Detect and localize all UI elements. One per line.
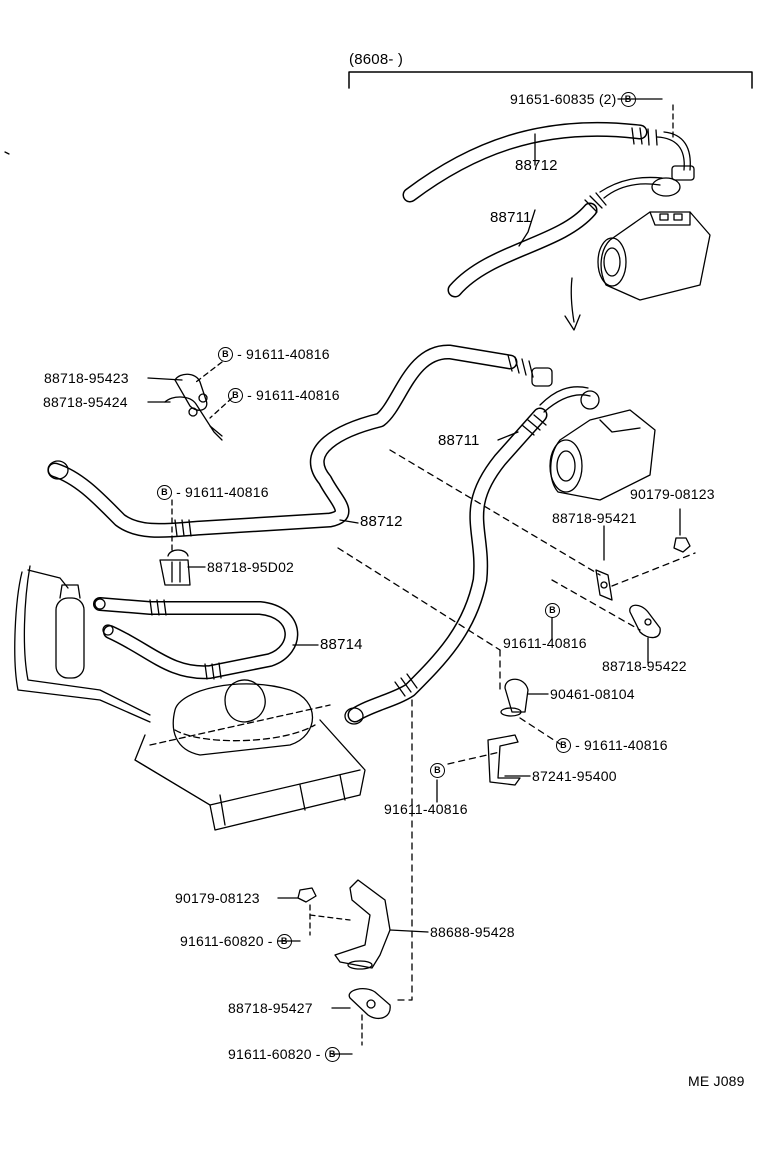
part-label-88688-95428[interactable]: 88688-95428 <box>430 924 515 940</box>
part-label-88711-top[interactable]: 88711 <box>490 209 532 226</box>
bracket-87241-95400 <box>487 734 521 786</box>
part-label-90179-08123-a[interactable]: 90179-08123 <box>630 486 715 502</box>
nut-90179-08123-b <box>297 887 317 903</box>
part-label-91611-60820-a[interactable]: 91611-60820 - B <box>180 933 292 950</box>
part-label-91651-60835[interactable]: 91651-60835 (2) B <box>510 91 636 108</box>
bolt-marker-icon: B <box>556 737 571 753</box>
clamp-88718-95422 <box>629 604 661 639</box>
bolt-marker-icon: B <box>324 1046 340 1062</box>
bolt-marker-icon: B <box>276 933 292 949</box>
part-label-88718-95427[interactable]: 88718-95427 <box>228 1000 313 1016</box>
evaporator-unit <box>134 679 366 831</box>
part-label-91611-40816-c[interactable]: B - 91611-40816 <box>157 484 269 501</box>
bracket-88688-95428 <box>334 879 391 970</box>
bolt-marker-f: B <box>430 762 445 779</box>
flow-arrow <box>564 277 581 331</box>
clamp-88718-95421 <box>595 569 613 601</box>
receiver-drier <box>14 565 151 723</box>
range-bracket <box>348 71 753 89</box>
top-hose-88712 <box>402 121 695 203</box>
clamp-88718-95D02 <box>159 549 191 586</box>
part-label-91611-40816-b[interactable]: B - 91611-40816 <box>228 387 340 404</box>
diagram-code: ME J089 <box>688 1073 745 1089</box>
bolt-marker-icon: B <box>228 387 243 403</box>
year-range-label: (8608- ) <box>349 51 404 68</box>
bolt-marker-icon: B <box>620 91 636 107</box>
part-label-87241-95400[interactable]: 87241-95400 <box>532 768 617 784</box>
bolt-marker-d: B <box>545 602 560 619</box>
bolt-marker-icon: B <box>157 484 172 500</box>
clamp-88718-95427 <box>348 988 391 1019</box>
hose-88711 <box>344 386 600 725</box>
hose-88712 <box>47 344 553 538</box>
clamp-88718-95423-95424 <box>164 373 223 441</box>
bolt-marker-icon: B <box>218 346 233 362</box>
top-hose-88711 <box>447 176 681 298</box>
part-label-88712-mid[interactable]: 88712 <box>360 513 403 530</box>
part-label-88718-95D02[interactable]: 88718-95D02 <box>207 559 295 575</box>
part-label-88718-95423[interactable]: 88718-95423 <box>44 370 129 386</box>
part-label-88714[interactable]: 88714 <box>320 636 363 653</box>
part-label-88712-top[interactable]: 88712 <box>515 157 558 174</box>
bolt-marker-icon: B <box>430 762 445 778</box>
part-label-90179-08123-b[interactable]: 90179-08123 <box>175 890 260 906</box>
part-label-88711-mid[interactable]: 88711 <box>438 432 480 449</box>
part-label-88718-95421[interactable]: 88718-95421 <box>552 510 637 526</box>
top-compressor <box>597 211 711 301</box>
part-label-91611-60820-b[interactable]: 91611-60820 - B <box>228 1046 340 1063</box>
compressor-mid <box>549 409 656 501</box>
part-label-91611-40816-d[interactable]: 91611-40816 <box>503 635 587 651</box>
bolt-marker-icon: B <box>545 602 560 618</box>
part-label-88718-95424[interactable]: 88718-95424 <box>43 394 128 410</box>
part-label-91611-40816-f[interactable]: 91611-40816 <box>384 801 468 817</box>
part-label-91611-40816-e[interactable]: B - 91611-40816 <box>556 737 668 754</box>
part-label-91611-40816-a[interactable]: B - 91611-40816 <box>218 346 330 363</box>
hose-88714 <box>93 597 299 680</box>
bolt-90179-08123-a <box>673 537 691 553</box>
part-label-88718-95422[interactable]: 88718-95422 <box>602 658 687 674</box>
clamp-90461-08104 <box>500 678 529 717</box>
part-label-90461-08104[interactable]: 90461-08104 <box>550 686 635 702</box>
